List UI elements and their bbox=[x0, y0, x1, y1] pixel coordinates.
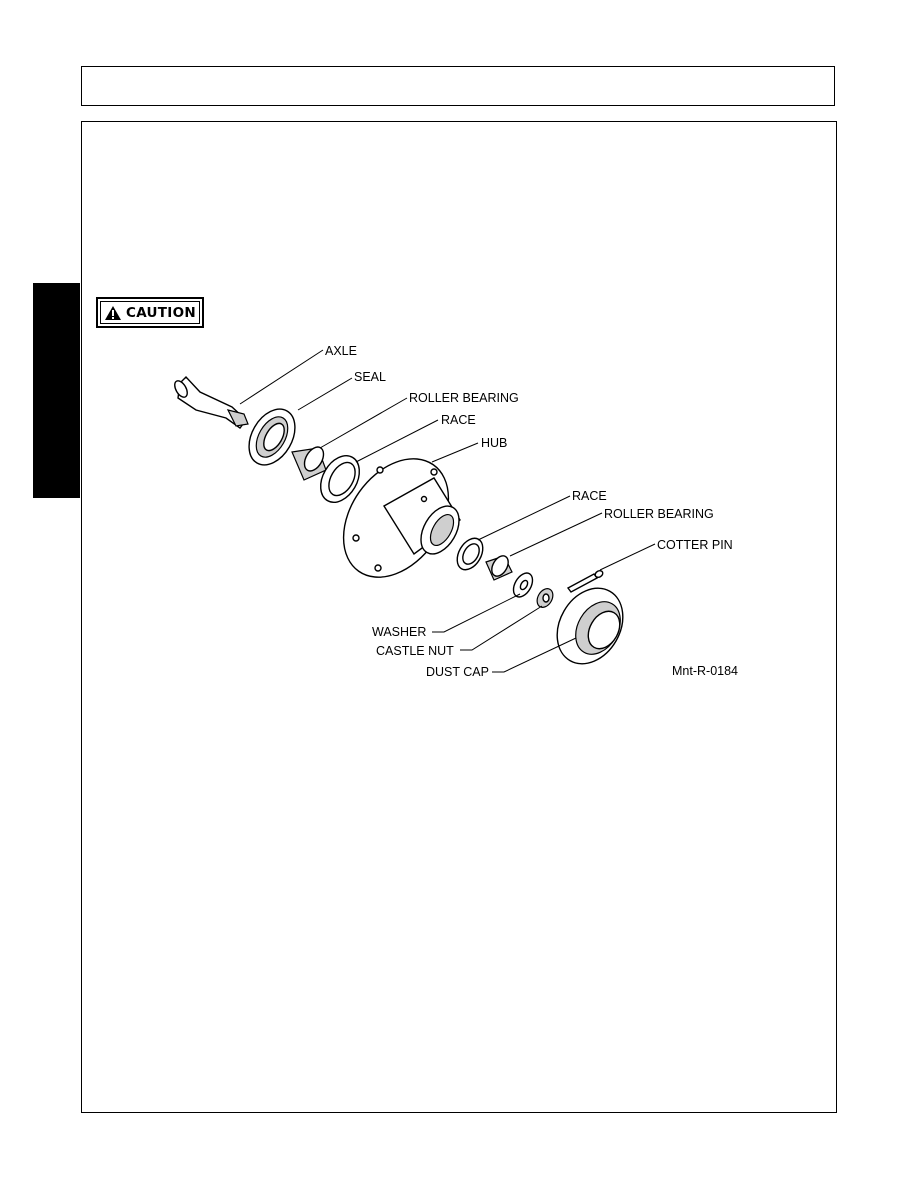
cotter-pin-part bbox=[566, 570, 604, 593]
axle-part bbox=[174, 375, 249, 429]
washer-leader bbox=[432, 593, 521, 633]
inner-roller-bearing-part bbox=[291, 446, 327, 481]
hub-leader bbox=[431, 442, 479, 463]
label-race-inner: RACE bbox=[441, 413, 476, 427]
label-hub: HUB bbox=[481, 436, 507, 450]
label-washer: WASHER bbox=[372, 625, 426, 639]
warning-triangle-icon bbox=[104, 305, 121, 320]
label-axle: AXLE bbox=[325, 344, 357, 358]
hub-part bbox=[342, 458, 461, 578]
seal-leader bbox=[297, 377, 353, 411]
caution-badge: CAUTION bbox=[96, 297, 204, 328]
label-seal: SEAL bbox=[354, 370, 386, 384]
seal-part bbox=[248, 408, 296, 466]
label-roller-bearing-outer: ROLLER BEARING bbox=[604, 507, 714, 521]
castle-nut-leader bbox=[460, 605, 543, 651]
figure-id: Mnt-R-0184 bbox=[672, 664, 738, 678]
roller-bearing-inner-leader bbox=[319, 397, 408, 449]
race-outer-leader bbox=[477, 495, 571, 541]
race-inner-leader bbox=[355, 419, 439, 463]
dust-cap-leader bbox=[492, 637, 577, 673]
label-castle-nut: CASTLE NUT bbox=[376, 644, 454, 658]
label-roller-bearing-inner: ROLLER BEARING bbox=[409, 391, 519, 405]
outer-race-part bbox=[456, 537, 484, 571]
dust-cap-part bbox=[556, 587, 624, 665]
washer-part bbox=[512, 572, 534, 598]
label-dust-cap: DUST CAP bbox=[426, 665, 489, 679]
label-race-outer: RACE bbox=[572, 489, 607, 503]
cotter-pin-leader bbox=[599, 543, 656, 571]
section-side-tab bbox=[33, 283, 80, 498]
outer-roller-bearing-part bbox=[485, 555, 513, 581]
inner-race-part bbox=[319, 455, 361, 503]
roller-bearing-outer-leader bbox=[509, 512, 603, 557]
content-box bbox=[81, 121, 837, 1113]
caution-label: CAUTION bbox=[125, 304, 196, 321]
section-header-box bbox=[81, 66, 835, 106]
label-cotter-pin: COTTER PIN bbox=[657, 538, 733, 552]
axle-leader bbox=[239, 349, 324, 405]
castle-nut-part bbox=[536, 588, 554, 608]
